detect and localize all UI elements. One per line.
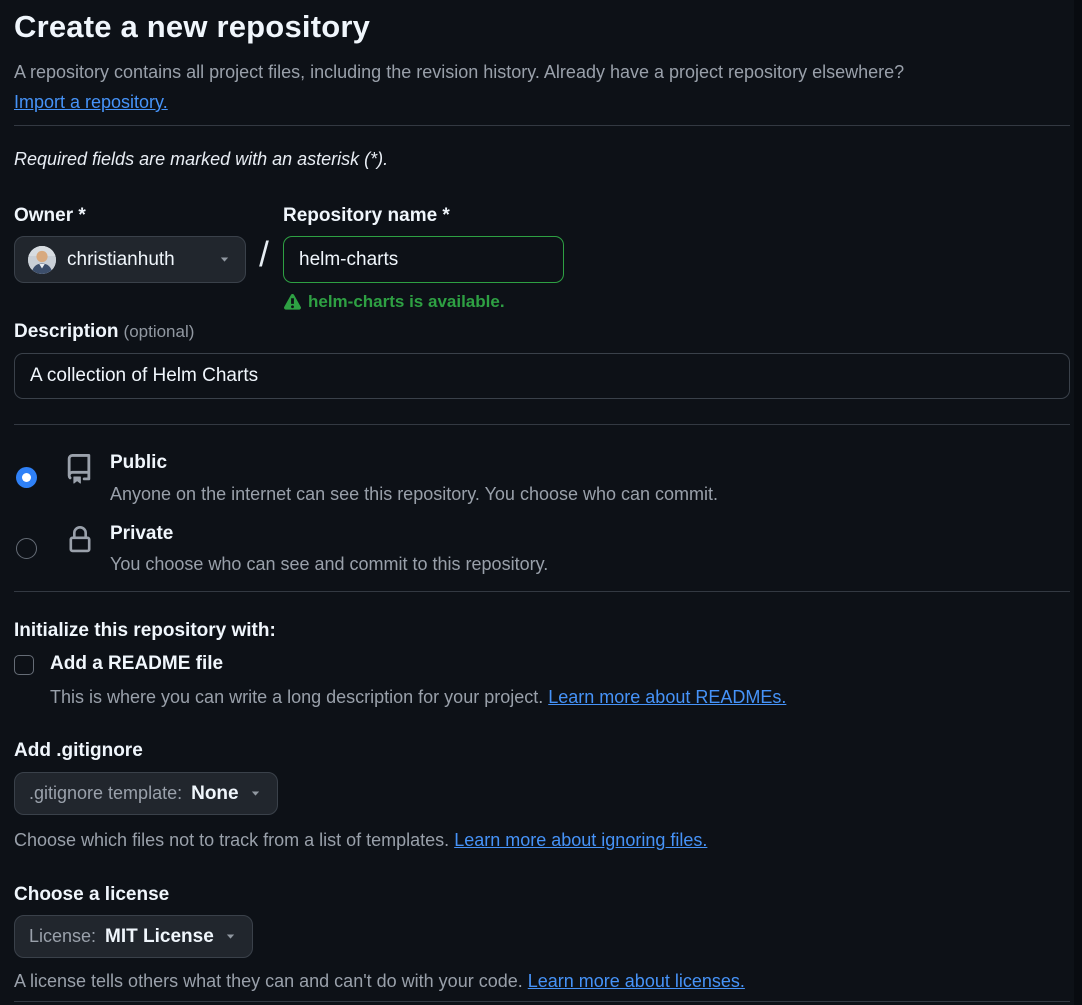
public-radio[interactable] [16, 467, 37, 488]
availability-text: helm-charts is available. [308, 292, 505, 311]
alert-triangle-icon [284, 293, 301, 310]
readme-hint: This is where you can write a long descr… [50, 687, 787, 707]
optional-tag: (optional) [123, 322, 195, 341]
license-button-value: MIT License [105, 925, 214, 947]
divider [14, 125, 1070, 126]
divider [14, 424, 1070, 425]
repo-book-icon [67, 454, 91, 484]
readme-checkbox[interactable] [14, 655, 34, 675]
availability-message: helm-charts is available. [284, 292, 505, 312]
private-radio[interactable] [16, 538, 37, 559]
public-option-title[interactable]: Public [110, 452, 168, 473]
learn-more-licenses-link[interactable]: Learn more about licenses. [527, 971, 745, 991]
repository-name-label: Repository name * [283, 205, 450, 226]
license-button[interactable]: License: MIT License [14, 915, 253, 958]
divider [14, 591, 1070, 592]
readme-checkbox-label[interactable]: Add a README file [50, 653, 224, 674]
owner-label: Owner * [14, 205, 86, 226]
repository-name-input[interactable] [283, 236, 564, 283]
description-input[interactable] [14, 353, 1070, 399]
owner-select-button[interactable]: christianhuth [14, 236, 246, 283]
page-title: Create a new repository [14, 9, 371, 44]
owner-name: christianhuth [67, 248, 175, 270]
license-hint: A license tells others what they can and… [14, 971, 745, 991]
learn-more-ignoring-files-link[interactable]: Learn more about ignoring files. [454, 830, 708, 850]
gitignore-button-label: .gitignore template: [29, 783, 183, 803]
initialize-heading: Initialize this repository with: [14, 620, 276, 641]
private-option-title[interactable]: Private [110, 523, 174, 544]
lock-icon [69, 526, 91, 553]
license-button-label: License: [29, 926, 97, 946]
gitignore-button-value: None [191, 782, 239, 804]
chevron-down-icon [226, 934, 234, 939]
chevron-down-icon [220, 257, 229, 262]
learn-more-readmes-link[interactable]: Learn more about READMEs. [548, 687, 787, 707]
user-avatar-image [28, 245, 56, 274]
description-label: Description(optional) [14, 321, 195, 342]
divider [14, 1001, 1070, 1002]
gitignore-template-button[interactable]: .gitignore template: None [14, 772, 278, 815]
intro-text: A repository contains all project files,… [14, 62, 905, 82]
viewport-right-edge [1074, 0, 1082, 1005]
private-option-description: You choose who can see and commit to thi… [110, 554, 549, 574]
owner-repo-separator: / [259, 235, 269, 274]
owner-avatar [28, 245, 56, 274]
gitignore-hint: Choose which files not to track from a l… [14, 830, 708, 850]
public-option-description: Anyone on the internet can see this repo… [110, 484, 719, 504]
chevron-down-icon [251, 791, 259, 796]
gitignore-heading: Add .gitignore [14, 740, 143, 761]
import-repository-link[interactable]: Import a repository. [14, 92, 168, 112]
required-fields-note: Required fields are marked with an aster… [14, 149, 389, 169]
license-heading: Choose a license [14, 884, 170, 905]
